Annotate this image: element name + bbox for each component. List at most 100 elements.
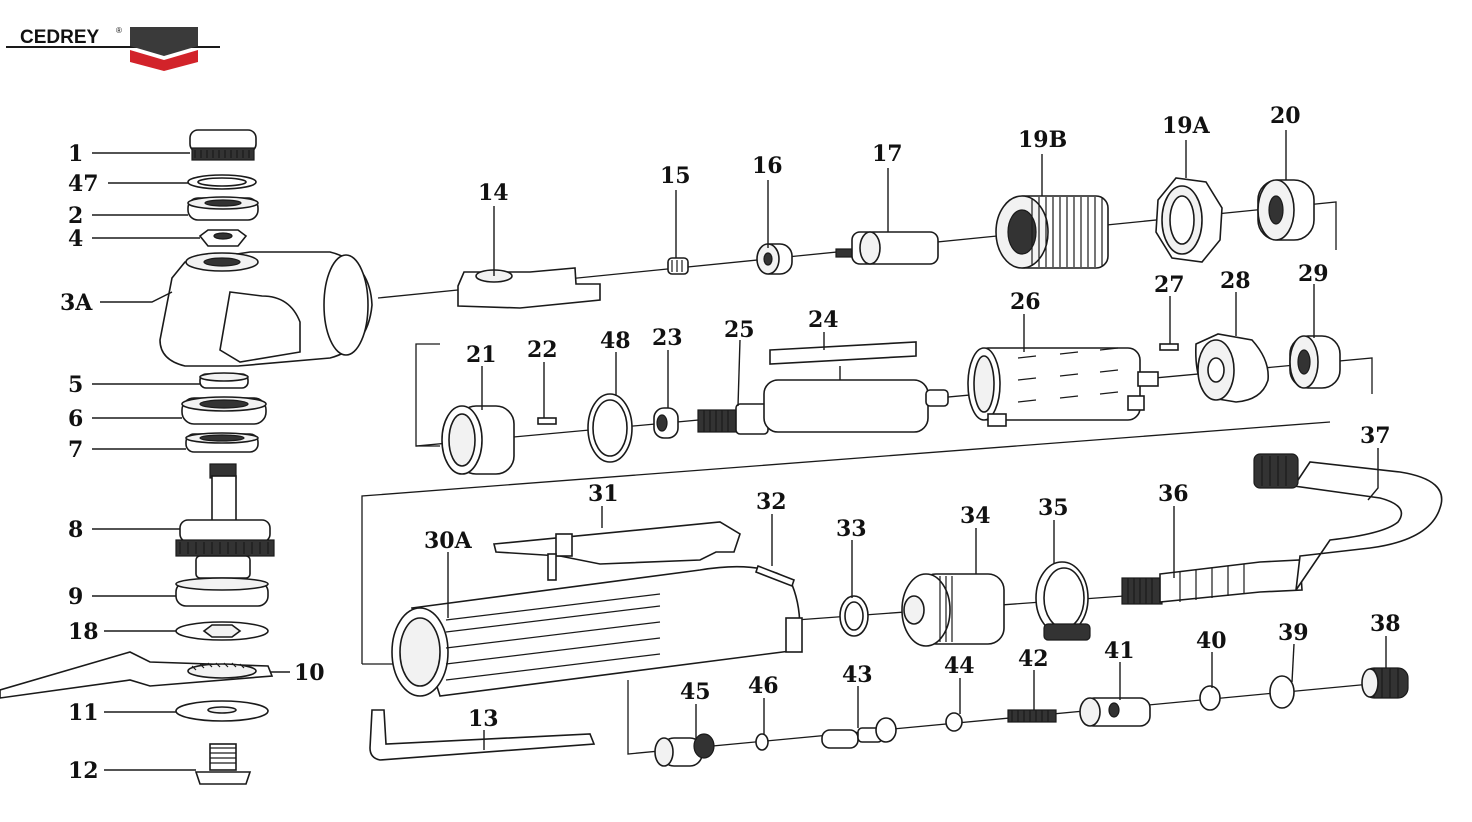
callout-20: 20 [1270,103,1301,129]
part-13-hexkey [369,709,596,761]
callout-37: 37 [1360,423,1391,449]
brand-logo: CEDREY ® [6,26,220,71]
part-46-oring [755,733,769,751]
brand-name: CEDREY [20,27,100,48]
part-31-lever [492,521,741,581]
callout-21: 21 [466,342,497,368]
part-23-bushing [653,407,679,439]
leader-lines [92,130,1387,771]
callout-3A: 3A [60,290,93,316]
part-41-valvebody [1079,697,1151,727]
callout-46: 46 [748,673,779,699]
part-9-collar [175,577,269,607]
callout-40: 40 [1196,628,1227,654]
part-39-oring [1269,675,1295,709]
part-27-pin [1159,343,1179,351]
callout-47: 47 [68,171,99,197]
part-19B-cylinder [995,195,1109,269]
callout-numbers: 1 47 2 4 3A 5 6 7 8 9 18 10 11 12 13 14 … [60,103,1401,784]
part-34-backcap [901,573,1005,647]
part-36-fitting [1121,559,1303,605]
callout-41: 41 [1104,638,1135,664]
part-20-bearing [1257,179,1315,241]
part-32-pin [755,564,795,588]
callout-15: 15 [660,163,691,189]
part-38-plug [1361,667,1409,699]
logo-chevron-dark [130,27,198,56]
part-7-bearing [185,432,259,453]
callout-36: 36 [1158,481,1189,507]
callout-5: 5 [68,372,83,398]
callout-32: 32 [756,489,787,515]
part-10-blade [0,651,274,699]
part-29-bearing [1289,335,1341,389]
part-37-hose [1253,453,1443,591]
part-30A-housing [391,565,803,697]
row-4-parts [369,667,1409,767]
part-26-cylinder [967,347,1159,427]
row-3-parts [361,421,1443,697]
part-21-sleeve [441,405,515,475]
callout-31: 31 [588,481,619,507]
callout-44: 44 [944,653,975,679]
callout-48: 48 [600,328,631,354]
row-1-axis [377,201,1337,299]
part-35-clamp [1035,561,1091,641]
part-2-bearing [187,196,259,221]
callout-4: 4 [68,226,83,252]
part-33-oring [839,595,869,637]
part-28-endplate [1195,333,1269,403]
part-24-vane [769,341,917,365]
callout-7: 7 [68,437,83,463]
callout-9: 9 [68,584,83,610]
callout-45: 45 [680,679,711,705]
part-12-screw [194,743,252,785]
part-8-spindle [175,463,275,579]
callout-38: 38 [1370,611,1401,637]
callout-23: 23 [652,325,683,351]
callout-19B: 19B [1018,127,1067,153]
callout-12: 12 [68,758,99,784]
callout-30A: 30A [424,528,473,554]
callout-8: 8 [68,517,83,543]
part-19A-nut [1155,177,1223,263]
callout-39: 39 [1278,620,1309,646]
row-3-axis [361,421,1331,664]
part-48-oring [587,393,633,463]
callout-43: 43 [842,662,873,688]
part-16-bearing [756,243,793,275]
part-40-oring [1199,685,1221,711]
row-2-parts [415,333,1373,475]
callout-26: 26 [1010,289,1041,315]
part-4-nut [198,229,248,247]
callout-27: 27 [1154,272,1185,298]
part-25-rotor [697,366,949,435]
registered-mark: ® [116,26,122,35]
part-45-seat [654,733,715,767]
part-17-shaft [835,231,939,265]
callout-34: 34 [960,503,991,529]
callout-42: 42 [1018,646,1049,672]
part-18-flange [175,621,269,641]
part-14-plate [457,267,601,309]
part-44-oring [945,712,963,732]
part-1-cap [189,129,257,161]
part-43-valvepin [821,717,897,749]
head-assembly [0,129,373,785]
part-11-washer [175,700,269,722]
callout-1: 1 [68,141,83,167]
callout-10: 10 [294,660,325,686]
callout-25: 25 [724,317,755,343]
part-3A-housing [159,251,373,367]
part-42-spring [1007,709,1057,723]
part-22-pin [537,417,557,425]
callout-13: 13 [468,706,499,732]
callout-14: 14 [478,180,509,206]
part-5-washer [199,372,249,389]
callout-19A: 19A [1162,113,1211,139]
callout-18: 18 [68,619,99,645]
callout-22: 22 [527,337,558,363]
callout-17: 17 [872,141,903,167]
callout-24: 24 [808,307,839,333]
